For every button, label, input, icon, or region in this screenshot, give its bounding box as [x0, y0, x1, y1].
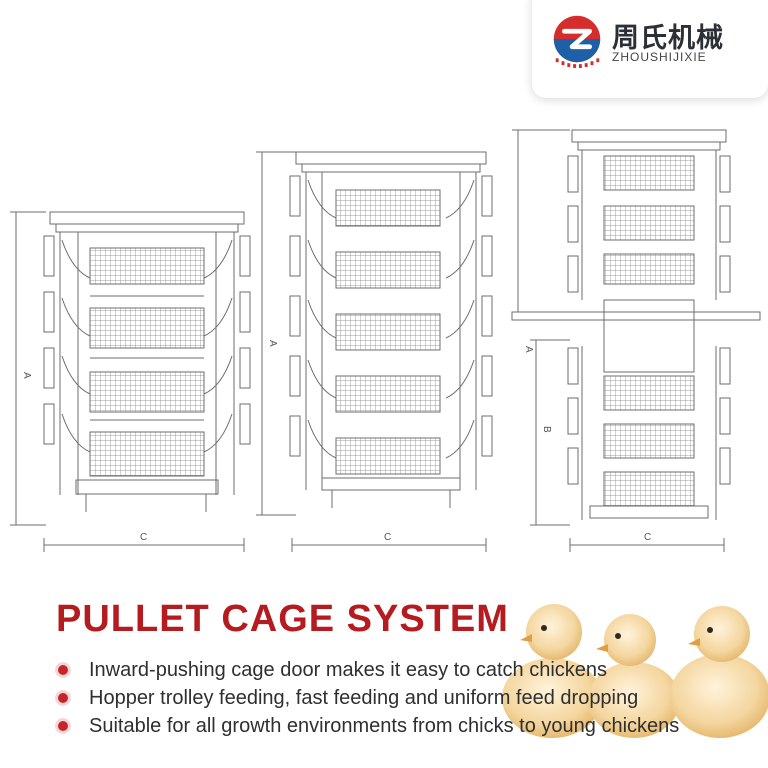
brand-name-en: ZHOUSHIJIXIE	[612, 50, 707, 64]
feature-text: Hopper trolley feeding, fast feeding and…	[89, 686, 639, 709]
bullet-icon	[58, 665, 68, 675]
dim-label-right-height-bottom: B	[541, 426, 552, 433]
feature-list: Inward-pushing cage door makes it easy t…	[58, 656, 679, 740]
cage-drawing-right	[511, 129, 761, 552]
dim-label-right-width: C	[644, 532, 651, 543]
dim-label-middle-width: C	[384, 532, 391, 543]
bullet-icon	[58, 721, 68, 731]
dim-label-middle-height: A	[267, 340, 278, 347]
dim-label-left-width: C	[140, 532, 147, 543]
brand-logo: 周氏机械 ZHOUSHIJIXIE	[532, 0, 768, 98]
dim-label-right-height-top: A	[523, 346, 534, 353]
page-title: PULLET CAGE SYSTEM	[56, 598, 509, 640]
feature-item: Inward-pushing cage door makes it easy t…	[58, 656, 679, 684]
gear-z-logo-icon	[553, 15, 601, 68]
baby-chicks-illustration	[502, 604, 768, 738]
cage-drawing-left	[10, 211, 251, 552]
feature-item: Hopper trolley feeding, fast feeding and…	[58, 684, 679, 712]
dim-label-left-height: A	[21, 372, 32, 379]
feature-item: Suitable for all growth environments fro…	[58, 712, 679, 740]
feature-text: Inward-pushing cage door makes it easy t…	[89, 658, 608, 681]
feature-text: Suitable for all growth environments fro…	[89, 714, 680, 737]
cage-drawing-middle	[256, 151, 493, 552]
brand-name-cn: 周氏机械	[612, 23, 724, 54]
cage-technical-drawings: A C A C	[10, 129, 761, 552]
bullet-icon	[58, 693, 68, 703]
